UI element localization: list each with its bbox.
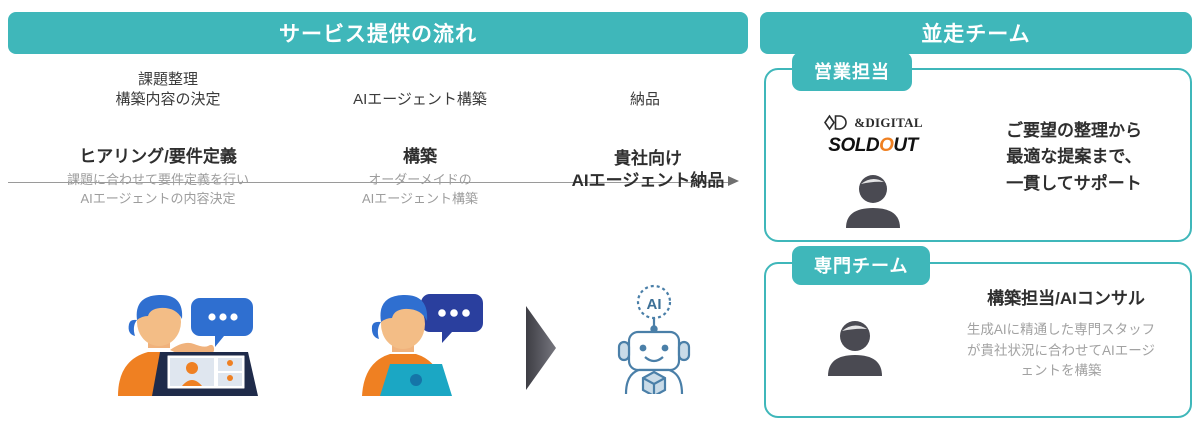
team-card-expert-heading: 構築担当/AIコンサル: [987, 289, 1145, 308]
ai-robot-illustration: AI: [604, 284, 704, 398]
person-video-call-laptop-illustration: [96, 284, 272, 396]
person-avatar-icon: [828, 321, 882, 376]
timeline-axis: [8, 182, 730, 183]
team-card-sales-tab: 営業担当: [792, 52, 912, 91]
team-card-expert-tab: 専門チーム: [792, 246, 931, 285]
team-section-header: 並走チーム: [760, 12, 1192, 54]
soldout-logo-text-1: SOLD: [828, 135, 880, 156]
phase-label-requirements: 課題整理 構築内容の決定: [115, 71, 221, 108]
flow-step-build-body: オーダーメイドの AIエージェント構築: [361, 172, 479, 206]
flow-step-hearing-title: ヒアリング/要件定義: [79, 147, 237, 166]
team-card-expert-body: 生成AIに精通した専門スタッフ が貴社状況に合わせてAIエージ ェントを構築: [966, 322, 1156, 379]
person-laptop-chat-illustration: [352, 284, 488, 396]
and-digital-mark-icon: [824, 114, 847, 131]
person-avatar-icon: [846, 175, 900, 228]
flow-panel: 課題整理 構築内容の決定 AIエージェント構築 納品 ヒアリング/要件定義 課題…: [0, 62, 752, 420]
and-digital-logo: &DIGITAL: [823, 114, 923, 131]
soldout-logo-text-2: UT: [893, 135, 918, 156]
flow-step-build-title: 構築: [403, 147, 437, 166]
and-digital-logo-text: &DIGITAL: [854, 114, 923, 130]
flow-step-build: 構築 オーダーメイドの AIエージェント構築: [312, 146, 528, 208]
flow-step-delivery: 貴社向け AIエージェント納品: [548, 148, 748, 192]
flow-section-header-label: サービス提供の流れ: [279, 23, 477, 46]
soldout-logo-text-o: O: [879, 135, 894, 156]
flow-step-delivery-title: 貴社向け AIエージェント納品: [571, 149, 725, 191]
phase-label-build: AIエージェント構築: [353, 91, 487, 108]
flow-step-hearing-body: 課題に合わせて要件定義を行い AIエージェントの内容決定: [66, 172, 249, 206]
flow-section-header: サービス提供の流れ: [8, 12, 748, 54]
team-card-expert: 専門チーム 構築担当/AIコンサル 生成AIに精通した専門スタッフ が貴社状況に…: [764, 246, 1192, 418]
flow-chevron-icon: [524, 306, 558, 390]
flow-step-hearing: ヒアリング/要件定義 課題に合わせて要件定義を行い AIエージェントの内容決定: [8, 146, 308, 208]
team-card-sales-text: ご要望の整理から 最適な提案まで、 一貫してサポート: [1006, 121, 1142, 193]
phase-label-delivery: 納品: [629, 91, 660, 108]
robot-ai-label: AI: [647, 296, 662, 313]
team-section-header-label: 並走チーム: [921, 23, 1031, 46]
timeline-arrow-icon: [728, 176, 739, 186]
